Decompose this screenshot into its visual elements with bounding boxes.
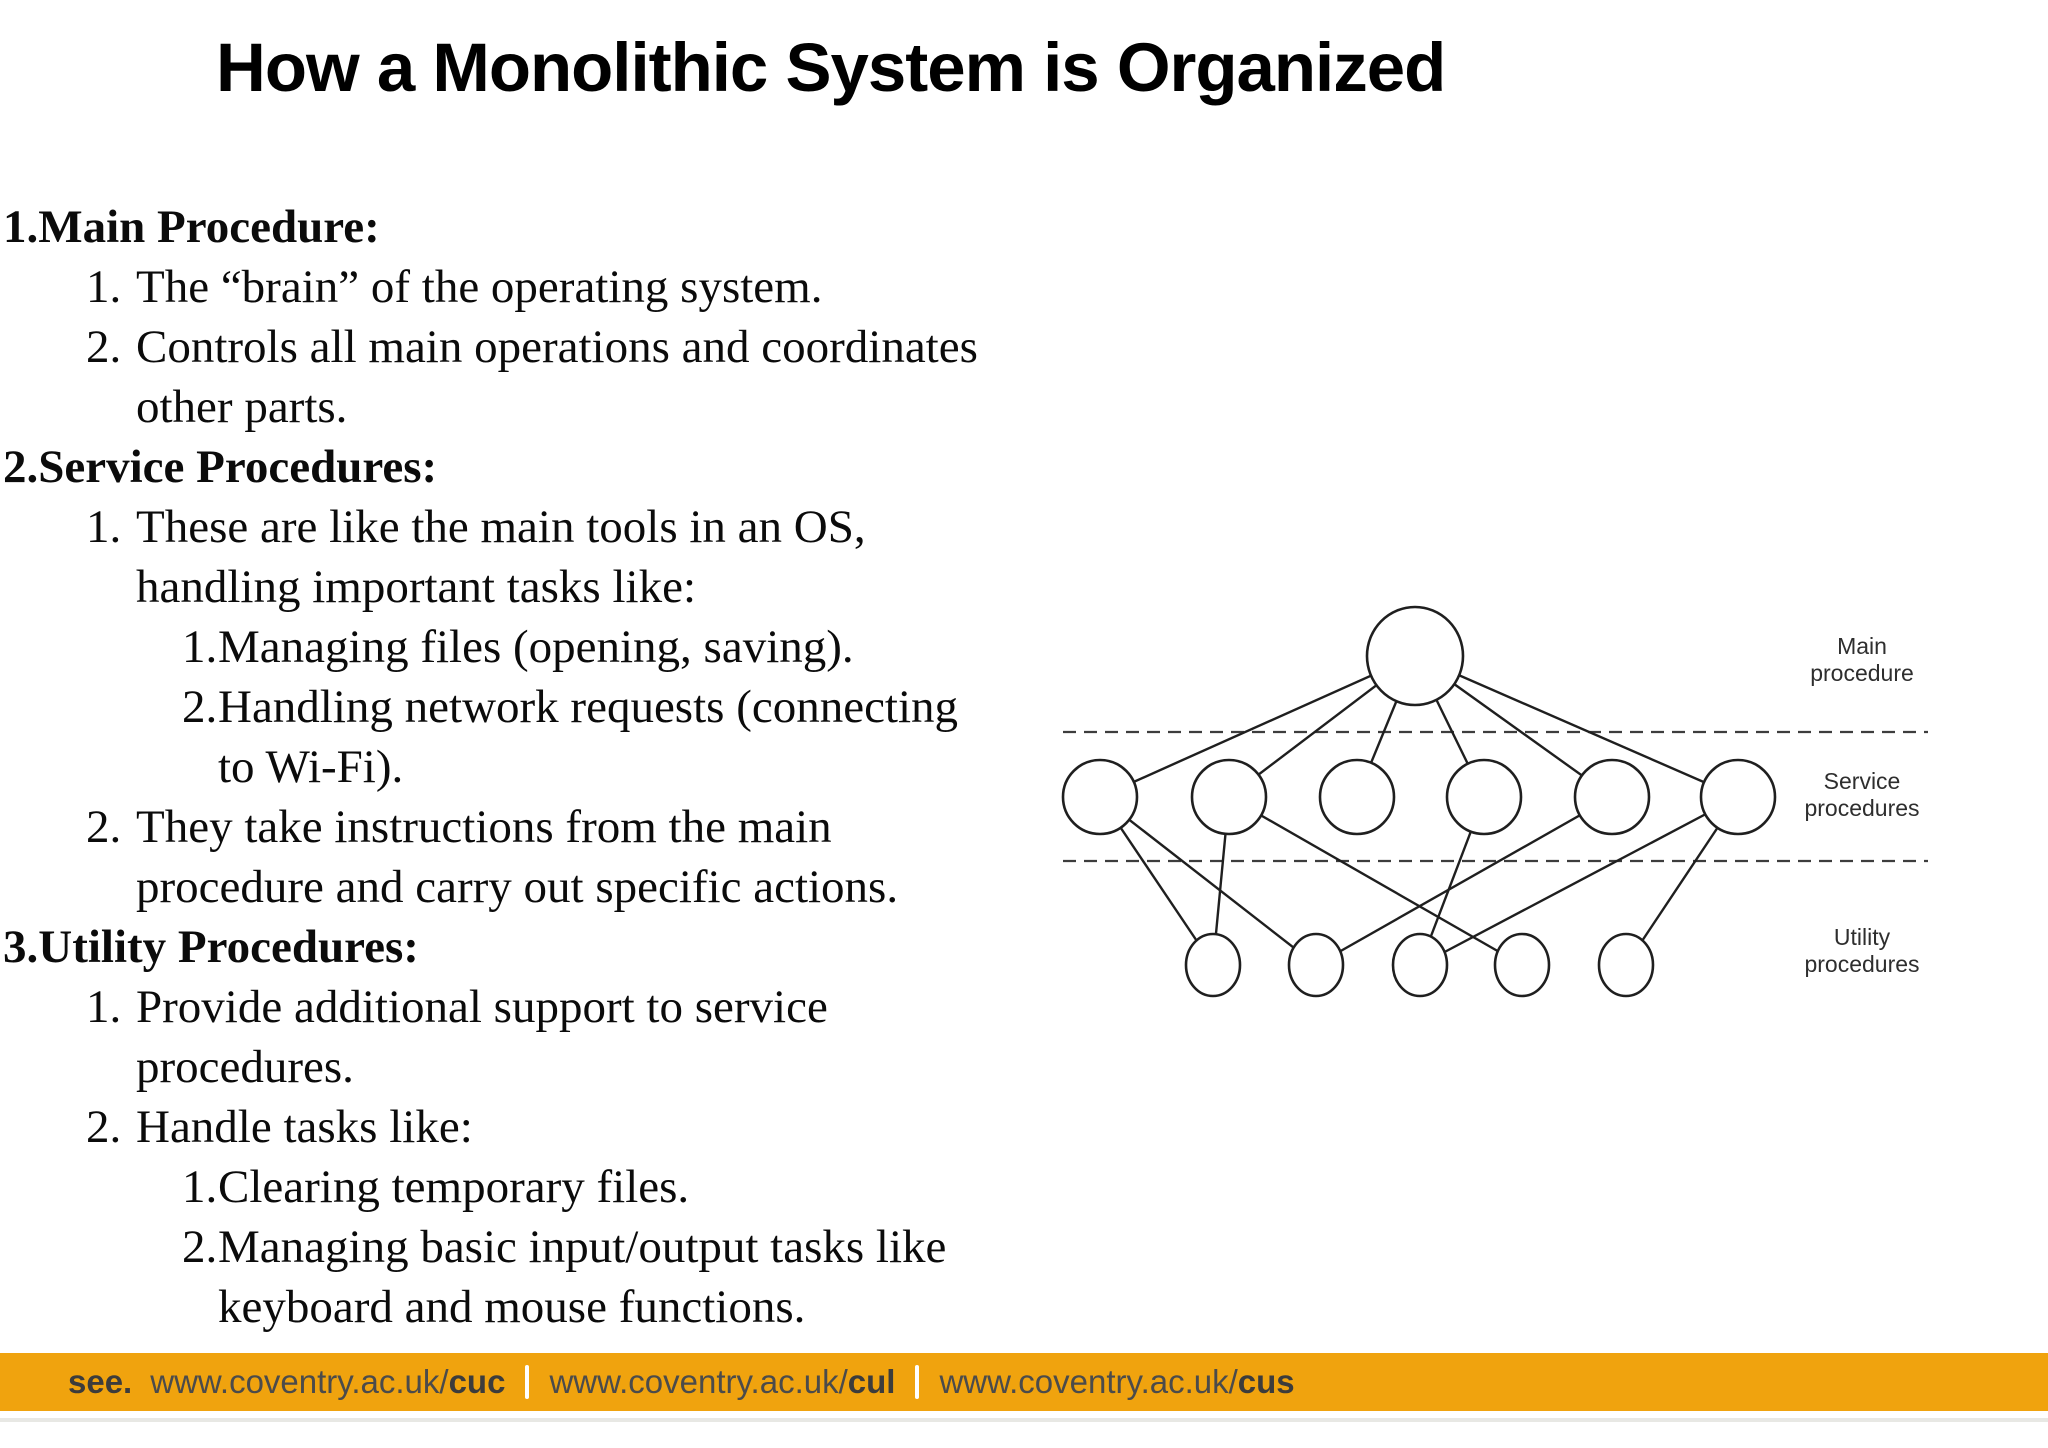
page-title: How a Monolithic System is Organized [216, 29, 1446, 106]
procedure-node-u3 [1391, 932, 1449, 998]
outline-item-l2: 2. Controls all main operations and coord… [0, 317, 1010, 437]
outline-item-l2: 1. The “brain” of the operating system. [0, 257, 1010, 317]
outline-item-l2: 1. Provide additional support to service … [0, 977, 1010, 1097]
footer-link-prefix: www.coventry.ac.uk/ [549, 1363, 848, 1400]
call-edge-main-s1 [1099, 654, 1416, 799]
list-number: 1. [182, 621, 218, 673]
list-number: 2. [86, 801, 122, 853]
procedure-node-s2 [1190, 758, 1268, 836]
footer-separator [525, 1365, 530, 1399]
diagram-label-main-procedure: Main procedure [1810, 633, 1914, 686]
footer-link-suffix: cuc [448, 1363, 506, 1400]
footer-link-cul[interactable]: www.coventry.ac.uk/cul [549, 1363, 895, 1401]
call-edge-s6-u3 [1419, 795, 1739, 967]
procedure-node-s1 [1061, 758, 1139, 836]
list-number: 1. [86, 261, 122, 313]
outline-heading: 2.Service Procedures: [3, 441, 438, 493]
list-text: Handle tasks like: [136, 1101, 473, 1153]
outline-item-l3: 2.Managing basic input/output tasks like… [0, 1217, 1010, 1337]
list-text: They take instructions from the main pro… [136, 801, 899, 913]
outline-item-l3: 1.Clearing temporary files. [0, 1157, 1010, 1217]
footer-link-cuc[interactable]: www.coventry.ac.uk/cuc [150, 1363, 505, 1401]
list-text: Provide additional support to service pr… [136, 981, 828, 1093]
procedure-node-s4 [1445, 758, 1523, 836]
list-number: 2. [182, 681, 218, 733]
call-edge-s1-u2 [1099, 796, 1317, 966]
procedure-node-main [1365, 605, 1465, 707]
list-number: 1. [86, 981, 122, 1033]
procedure-node-u5 [1597, 932, 1655, 998]
outline-item-l3: 2.Handling network requests (connecting … [0, 677, 1010, 797]
list-text: Controls all main operations and coordin… [136, 321, 978, 433]
outline-item-l2: 2. Handle tasks like: [0, 1097, 1010, 1157]
outline-item-l2: 2. They take instructions from the main p… [0, 797, 1010, 917]
footer-separator [915, 1365, 920, 1399]
list-number: 1. [86, 501, 122, 553]
footer-see-label: see. [68, 1363, 133, 1400]
procedure-node-s3 [1318, 758, 1396, 836]
footer-link-suffix: cus [1237, 1363, 1295, 1400]
procedure-node-s6 [1699, 758, 1777, 836]
outline-item-l3: 1.Managing files (opening, saving). [0, 617, 1010, 677]
list-text: Managing files (opening, saving). [218, 621, 854, 673]
outline-item-l2: 1. These are like the main tools in an OS… [0, 497, 1010, 617]
footer-link-prefix: www.coventry.ac.uk/ [150, 1363, 449, 1400]
footer-link-suffix: cul [847, 1363, 896, 1400]
list-number: 1. [182, 1161, 218, 1213]
call-edge-s5-u2 [1315, 795, 1613, 967]
call-edge-main-s6 [1414, 654, 1739, 799]
list-text: Handling network requests (connecting to… [218, 681, 959, 793]
diagram-label-utility-procedures: Utility procedures [1804, 924, 1920, 977]
footer-link-cus[interactable]: www.coventry.ac.uk/cus [939, 1363, 1294, 1401]
list-text: These are like the main tools in an OS, … [136, 501, 866, 613]
list-number: 2. [86, 321, 122, 373]
outline-heading: 3.Utility Procedures: [3, 921, 419, 973]
list-text: Managing basic input/output tasks like k… [218, 1221, 947, 1333]
procedure-node-s5 [1573, 758, 1651, 836]
list-number: 2. [86, 1101, 122, 1153]
list-number: 2. [182, 1221, 218, 1273]
footer-link-prefix: www.coventry.ac.uk/ [939, 1363, 1238, 1400]
bottom-divider [0, 1418, 2048, 1422]
procedure-node-u2 [1287, 932, 1345, 998]
list-text: Clearing temporary files. [218, 1161, 690, 1213]
procedure-node-u4 [1493, 932, 1551, 998]
diagram-label-service-procedures: Service procedures [1804, 768, 1920, 821]
list-text: The “brain” of the operating system. [136, 261, 823, 313]
procedure-node-u1 [1184, 932, 1242, 998]
outline-list: 1.Main Procedure: 1. The “brain” of the op… [0, 197, 1010, 1337]
outline-heading: 1.Main Procedure: [3, 201, 380, 253]
